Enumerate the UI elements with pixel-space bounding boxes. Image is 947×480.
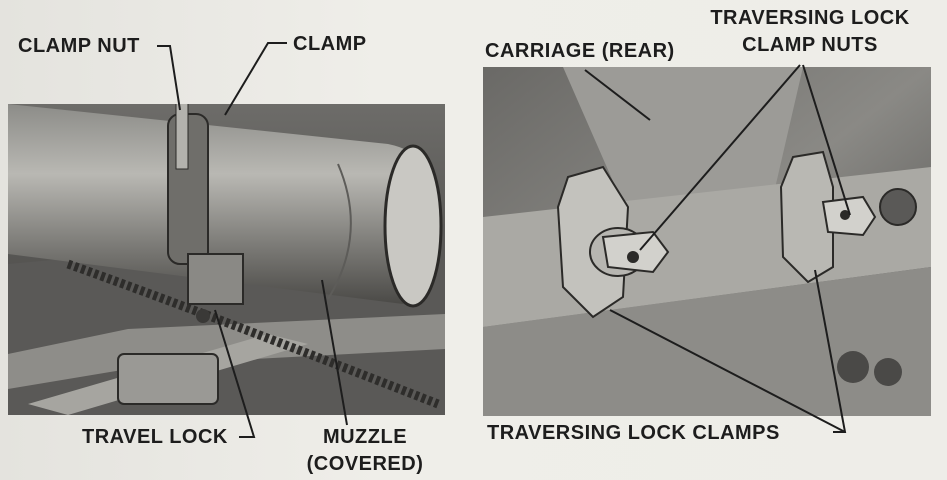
traversing-lock-illustration bbox=[483, 67, 931, 416]
muzzle-travel-lock-illustration bbox=[8, 104, 445, 415]
label-muzzle: MUZZLE bbox=[322, 426, 408, 448]
photo-traversing-lock bbox=[483, 67, 931, 416]
label-traversing-lock: TRAVERSING LOCK bbox=[710, 7, 910, 29]
label-traversing-lock-clamps: TRAVERSING LOCK CLAMPS bbox=[487, 422, 780, 444]
label-muzzle-covered: (COVERED) bbox=[306, 453, 424, 475]
label-travel-lock: TRAVEL LOCK bbox=[82, 426, 228, 448]
label-clamp-nuts: CLAMP NUTS bbox=[742, 34, 878, 56]
label-clamp-nut: CLAMP NUT bbox=[18, 35, 140, 57]
label-clamp: CLAMP bbox=[293, 33, 367, 55]
label-carriage-rear: CARRIAGE (REAR) bbox=[485, 40, 675, 62]
photo-muzzle-travel-lock bbox=[8, 104, 445, 415]
